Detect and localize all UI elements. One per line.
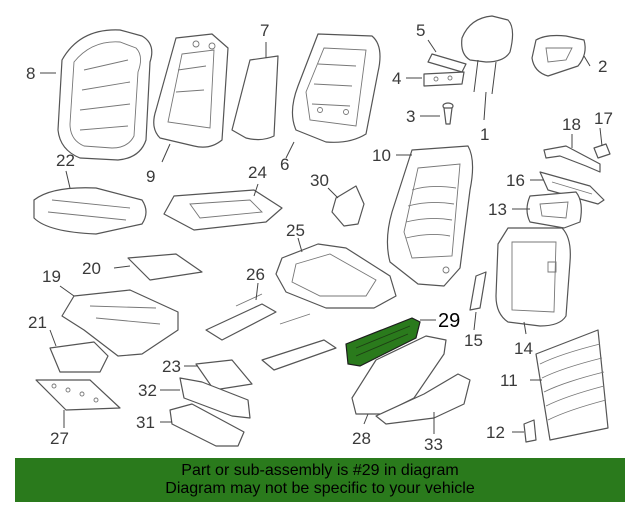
callout-28: 28	[352, 429, 371, 448]
part-10-backrest-frame	[386, 145, 474, 287]
part-12-clip	[523, 419, 537, 443]
callout-22: 22	[56, 151, 75, 170]
part-25-cushion-frame	[275, 243, 397, 309]
part-6-backrest-shell	[291, 33, 381, 143]
part-32-trim	[179, 377, 251, 419]
part-info-banner: Part or sub-assembly is #29 in diagram D…	[15, 458, 625, 502]
callout-29-highlighted: 29	[438, 310, 460, 332]
part-26-seat-rails	[205, 293, 337, 371]
part-16-trim-panel	[539, 171, 605, 205]
part-23-trim	[195, 359, 253, 391]
callout-1: 1	[480, 125, 489, 144]
part-22-cushion-cover	[33, 187, 147, 235]
callout-15: 15	[464, 331, 483, 350]
callout-21: 21	[28, 313, 47, 332]
part-31-trim	[169, 403, 245, 447]
part-8-backrest-cover	[57, 29, 153, 161]
part-19-front-pad	[61, 289, 179, 357]
part-3-guide	[442, 102, 454, 125]
part-7-pad	[231, 55, 279, 141]
callout-25: 25	[286, 221, 305, 240]
banner-line-2: Diagram may not be specific to your vehi…	[165, 480, 475, 497]
part-1-headrest	[461, 15, 514, 95]
part-21-bolster	[49, 341, 109, 373]
part-5-bracket	[427, 53, 467, 73]
callout-20: 20	[82, 259, 101, 278]
callout-24: 24	[248, 163, 267, 182]
part-20-mat	[127, 253, 203, 281]
callout-3: 3	[406, 107, 415, 126]
callout-8: 8	[26, 64, 35, 83]
callout-27: 27	[50, 429, 69, 448]
part-15-strip	[469, 271, 487, 311]
part-27-switch-panel	[35, 379, 121, 411]
callout-7: 7	[260, 21, 269, 40]
callout-12: 12	[486, 423, 505, 442]
callout-16: 16	[506, 171, 525, 190]
callout-14: 14	[514, 339, 533, 358]
callout-18: 18	[562, 115, 581, 134]
part-9-back-panel	[153, 33, 229, 148]
part-14-back-cover	[495, 227, 571, 327]
part-18-trim-strip	[543, 145, 601, 173]
callout-11: 11	[500, 371, 518, 390]
callout-17: 17	[594, 109, 613, 128]
callout-30: 30	[310, 171, 329, 190]
callout-9: 9	[146, 167, 155, 186]
callout-31: 31	[136, 413, 155, 432]
leader-lines	[40, 39, 603, 434]
part-13-rear-panel	[526, 191, 582, 229]
callout-23: 23	[162, 357, 181, 376]
part-33-trim-strip	[375, 373, 471, 425]
callout-2: 2	[598, 57, 607, 76]
part-11-spring-mat	[535, 329, 609, 441]
callout-33: 33	[424, 435, 443, 454]
callout-10: 10	[372, 146, 391, 165]
callout-26: 26	[246, 265, 265, 284]
part-29-side-trim-highlighted	[345, 317, 421, 367]
callout-5: 5	[416, 21, 425, 40]
part-17-clip	[593, 143, 611, 159]
seat-parts-diagram: 8 9 7 6 5 4 3 1 2 18 17 10 16 13 14 15 1…	[26, 15, 613, 454]
part-2-headrest-cover	[531, 34, 586, 77]
part-30-bracket	[331, 185, 365, 227]
callout-4: 4	[392, 69, 401, 88]
part-4-bushing	[423, 71, 465, 87]
part-28-side-cover	[351, 335, 447, 415]
banner-line-1: Part or sub-assembly is #29 in diagram	[181, 462, 459, 479]
callout-32: 32	[138, 381, 157, 400]
callout-19: 19	[42, 267, 61, 286]
part-24-cushion-pad	[163, 189, 283, 231]
callout-13: 13	[488, 200, 507, 219]
callout-6: 6	[280, 155, 289, 174]
